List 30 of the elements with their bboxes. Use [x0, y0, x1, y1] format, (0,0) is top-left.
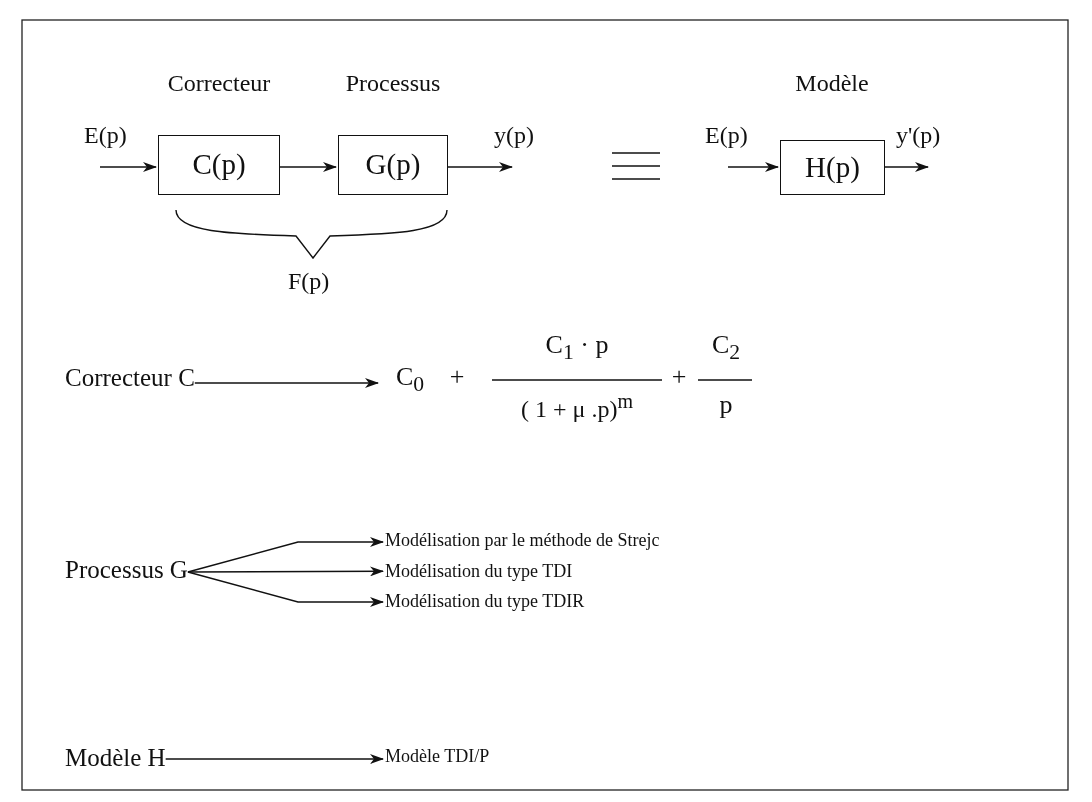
arrow: [187, 571, 384, 607]
row-heading: Modèle H: [65, 744, 166, 773]
block-caption: Processus: [345, 70, 441, 98]
arrow: [194, 378, 379, 388]
formula-term: C$_{1}$ · p: [544, 330, 610, 366]
formula-term: C$_{0}$: [394, 362, 426, 398]
arrow: [727, 162, 779, 172]
row-heading: Correcteur C: [65, 364, 195, 393]
arrow: [279, 162, 337, 172]
formula-term: p: [718, 390, 734, 420]
formula-term: +: [670, 362, 688, 392]
block-caption: Modèle: [795, 70, 869, 98]
arrow: [99, 162, 157, 172]
transfer-function-block: H(p): [780, 140, 885, 195]
arrow: [447, 162, 513, 172]
formula-term: +: [448, 362, 466, 392]
model-option: Modèle TDI/P: [385, 746, 490, 767]
arrow: [884, 162, 929, 172]
group-label: F(p): [288, 268, 330, 296]
model-option: Modélisation du type TDIR: [385, 591, 585, 612]
formula-term: ( 1 + μ .p)$^{m}$: [520, 390, 634, 424]
transfer-function-block: G(p): [338, 135, 448, 195]
row-heading: Processus G: [65, 556, 188, 585]
formula-term: C$_{2}$: [710, 330, 742, 366]
model-option: Modélisation du type TDI: [385, 561, 573, 582]
transfer-function-block: C(p): [158, 135, 280, 195]
block-caption: Correcteur: [167, 70, 271, 98]
arrow: [164, 754, 384, 764]
arrow: [187, 566, 384, 577]
model-option: Modélisation par le méthode de Strejc: [385, 530, 660, 551]
